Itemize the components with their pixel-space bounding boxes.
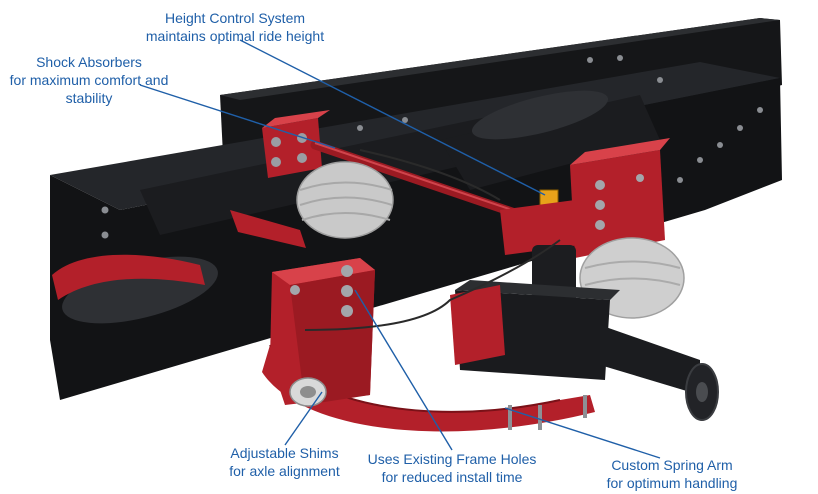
adjustable-shims-subtitle: for axle alignment [229,463,340,479]
frame-holes-subtitle: for reduced install time [381,469,523,485]
shock-absorbers-title: Shock Absorbers [36,54,142,70]
rear-suspension [52,110,520,300]
callout-shock-absorbers: Shock Absorbers for maximum comfort and … [4,53,174,107]
spring-arm-subtitle: for optimum handling [606,475,738,491]
adjustable-shims-title: Adjustable Shims [230,445,339,461]
frame-holes-title: Uses Existing Frame Holes [367,451,537,467]
callout-spring-arm: Custom Spring Arm for optimum handling [597,456,747,492]
front-suspension [262,138,719,432]
shock-absorbers-subtitle: for maximum comfort and [9,72,169,88]
shock-absorbers-subtitle-2: stability [65,90,113,106]
leader-lines [139,39,661,459]
callout-frame-holes: Uses Existing Frame Holes for reduced in… [362,450,542,486]
spring-arm-title: Custom Spring Arm [611,457,733,473]
callout-height-control: Height Control System maintains optimal … [140,9,330,45]
callout-adjustable-shims: Adjustable Shims for axle alignment [212,444,357,480]
height-control-title: Height Control System [164,10,306,26]
height-control-subtitle: maintains optimal ride height [145,28,325,44]
